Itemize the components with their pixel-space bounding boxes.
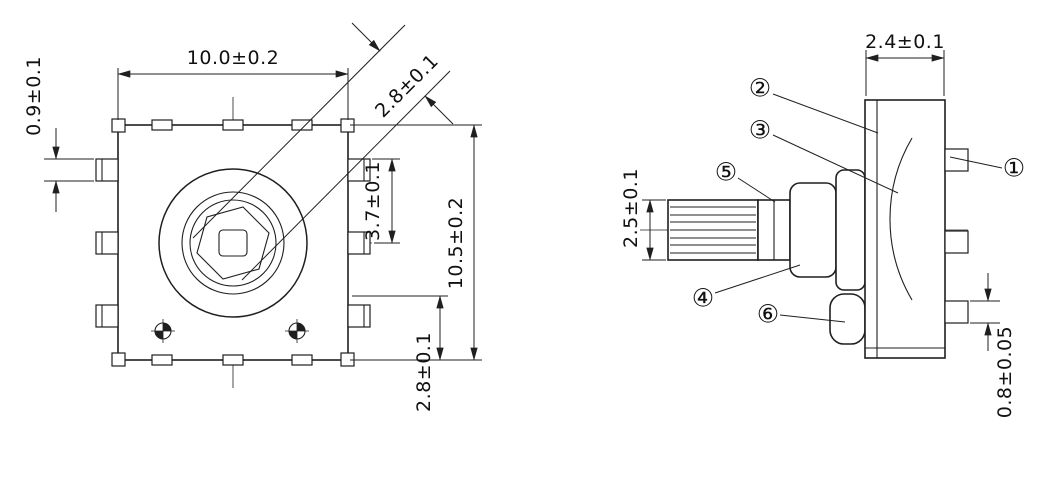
- shaft-plain-section: [757, 199, 791, 261]
- front-right-terminals: [347, 158, 371, 328]
- dim-front-height-label: 10.5±0.2: [445, 197, 467, 289]
- callout-3: ③: [749, 116, 899, 194]
- front-edge-tabs: [151, 119, 313, 366]
- callout-2: ②: [749, 74, 879, 134]
- side-body: [864, 99, 946, 359]
- callout-3-label: ③: [749, 116, 771, 145]
- encoder-side-view: 2.4±0.1 2.5±0.1 0.8±0.05 ① ② ③: [620, 31, 1025, 418]
- callout-6: ⑥: [757, 300, 846, 329]
- dim-pin-thickness: 0.9±0.1: [23, 56, 94, 212]
- dim-pin-to-center-label: 3.7±0.1: [362, 161, 384, 241]
- front-body-outline: [117, 124, 349, 361]
- dim-terminal-thickness: 0.8±0.05: [970, 273, 1016, 418]
- callout-2-label: ②: [749, 74, 771, 103]
- dim-body-thickness-label: 2.4±0.1: [865, 31, 945, 53]
- dim-front-width-label: 10.0±0.2: [187, 47, 279, 69]
- dim-shaft-diameter-label: 2.5±0.1: [620, 168, 642, 248]
- side-terminals: [944, 148, 969, 324]
- dim-front-width: 10.0±0.2: [117, 47, 349, 120]
- shaft-knurled-section: [667, 199, 759, 261]
- front-corner-notches: [111, 118, 355, 367]
- dim-bottom-offset-label: 2.8±0.1: [413, 332, 435, 412]
- dim-terminal-thickness-label: 0.8±0.05: [994, 326, 1016, 418]
- position-mark-left: [151, 319, 175, 343]
- dim-pin-to-center: 3.7±0.1: [362, 158, 400, 244]
- callout-6-label: ⑥: [757, 300, 779, 329]
- position-mark-right: [285, 319, 309, 343]
- rotor-circles: [158, 168, 308, 318]
- dim-hex-across-flats-label: 2.8±0.1: [371, 50, 443, 122]
- shaft-boss: [789, 182, 837, 278]
- dim-pin-thickness-label: 0.9±0.1: [23, 56, 45, 136]
- front-left-terminals: [95, 158, 119, 328]
- bushing: [835, 169, 866, 291]
- callout-1: ①: [949, 154, 1025, 183]
- dim-body-thickness: 2.4±0.1: [865, 31, 945, 96]
- dim-shaft-diameter: 2.5±0.1: [620, 168, 666, 261]
- center-hole: [218, 229, 248, 257]
- callout-4: ④: [692, 264, 801, 313]
- callout-5-label: ⑤: [715, 158, 737, 187]
- hex-hole: [196, 206, 270, 280]
- callout-4-label: ④: [692, 284, 714, 313]
- callout-1-label: ①: [1003, 154, 1025, 183]
- dim-bottom-offset: 2.8±0.1: [352, 295, 448, 412]
- mounting-foot: [829, 293, 866, 345]
- encoder-front-view: 10.0±0.2 0.9±0.1 2.8±0.1 3.7±0.1: [23, 22, 482, 412]
- callout-5: ⑤: [715, 158, 776, 203]
